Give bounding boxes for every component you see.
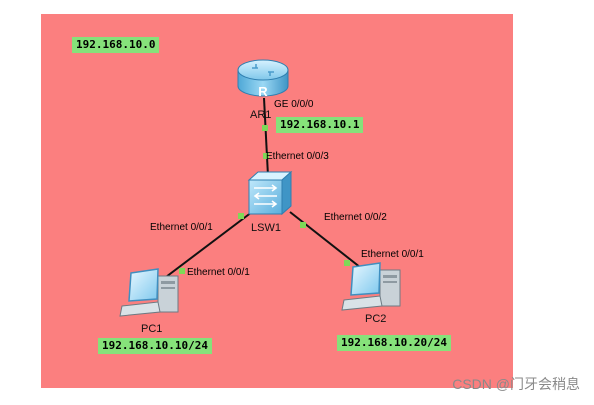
pc2-name: PC2 (365, 313, 387, 325)
port-dot-pc1-e001 (179, 268, 185, 274)
watermark: CSDN @门牙会稍息 (452, 376, 580, 392)
port-dot-lsw1-e002 (300, 222, 306, 228)
pc1-name: PC1 (141, 323, 163, 335)
pc1-icon[interactable] (119, 268, 179, 317)
port-dot-lsw1-e003 (263, 153, 269, 159)
pc2-ip-label: 192.168.10.20/24 (337, 335, 451, 351)
port-dot-ar1-ge000 (262, 125, 268, 131)
port-dot-lsw1-e001 (238, 213, 244, 219)
pc2-icon[interactable] (341, 262, 401, 311)
router-ip-label: 192.168.10.1 (276, 117, 364, 133)
switch-port-pc2-label: Ethernet 0/0/2 (324, 212, 387, 223)
link-router-switch (263, 97, 269, 177)
pc2-port-label: Ethernet 0/0/1 (361, 249, 424, 260)
router-port-label: GE 0/0/0 (274, 99, 314, 110)
switch-icon[interactable] (247, 170, 293, 216)
link-switch-pc1 (157, 211, 253, 284)
switch-port-pc1-label: Ethernet 0/0/1 (150, 222, 213, 233)
port-dot-pc2-e001 (344, 260, 350, 266)
pc1-port-label: Ethernet 0/0/1 (187, 267, 250, 278)
router-letter: R (258, 84, 268, 99)
router-name: AR1 (250, 109, 272, 121)
router-icon[interactable]: R (237, 59, 289, 99)
pc1-ip-label: 192.168.10.10/24 (98, 338, 212, 354)
network-label: 192.168.10.0 (72, 37, 160, 53)
switch-port-router-label: Ethernet 0/0/3 (266, 151, 329, 162)
switch-name: LSW1 (251, 222, 281, 234)
